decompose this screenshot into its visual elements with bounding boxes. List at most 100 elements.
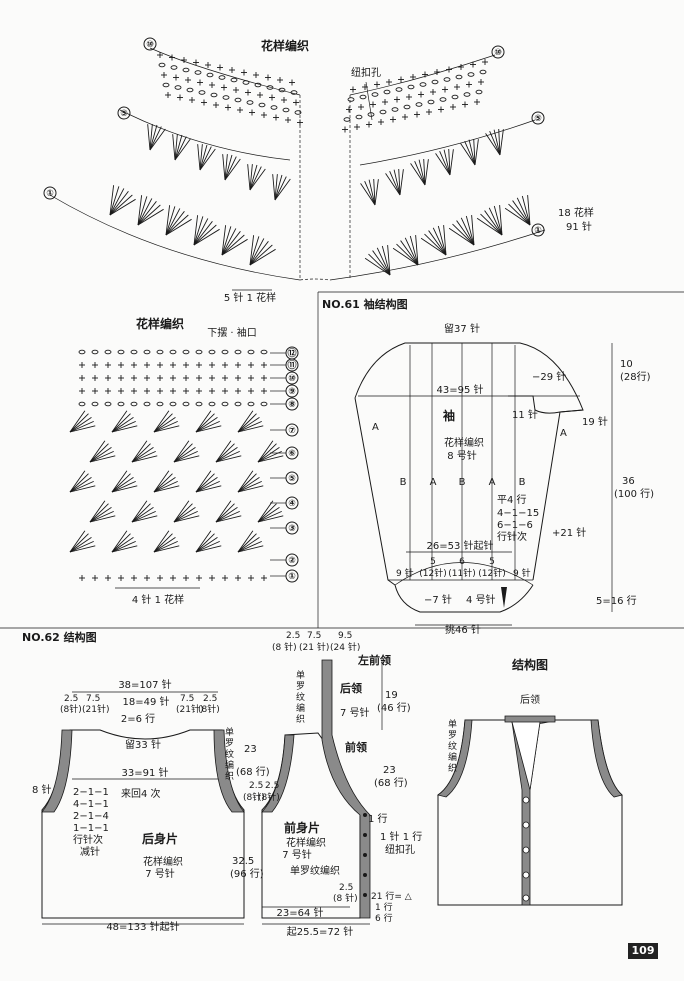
assembly-rib-c: 纹 (448, 740, 457, 752)
chain-stitch (431, 79, 439, 85)
chain-stitch (210, 92, 218, 98)
dc-stitch (237, 413, 257, 433)
dc-stitch (489, 130, 501, 156)
dc-stitch (173, 450, 198, 463)
top-right-stitch-symbols (342, 59, 531, 276)
chain-stitch (234, 401, 242, 407)
dc-stitch (418, 159, 426, 186)
dc-stitch (173, 503, 193, 523)
dc-stitch (432, 227, 447, 256)
chain-stitch (379, 109, 387, 115)
dc-stitch (89, 515, 116, 523)
dc-stitch (257, 455, 284, 463)
dc-stitch (131, 503, 151, 523)
dc-stitch (424, 159, 429, 186)
chain-stitch (371, 92, 379, 97)
chain-stitch (195, 349, 203, 355)
dc-stitch (237, 476, 260, 493)
back-sh-l2-cm: 7.5 (86, 694, 100, 704)
dc-stitch (516, 197, 531, 226)
row-marker-label-10: ⑩ (288, 374, 296, 384)
front-hem-cm: 2.5 (339, 883, 353, 893)
chain-stitch (222, 95, 230, 100)
dc-stitch (237, 420, 262, 433)
dc-stitch (173, 443, 193, 463)
row-marker-5-right-label: ⑤ (534, 114, 542, 124)
sleeve-inc-2: 6−1−6 (497, 520, 533, 531)
dc-stitch (199, 148, 216, 171)
row-marker-10-left (143, 37, 157, 51)
front-buttonholes (363, 813, 367, 897)
cuff-12-right: (12针) (478, 567, 505, 579)
cuff-dec: −7 针 (424, 593, 452, 606)
dc-stitch (174, 136, 187, 161)
dc-stitch (504, 207, 531, 226)
dc-stitch (249, 164, 253, 191)
dc-stitch (173, 506, 196, 523)
front-rows-1: 1 行 (375, 901, 393, 913)
back-band1-d: 编 (225, 759, 234, 771)
dc-stitch (374, 179, 379, 206)
dc-stitch (111, 485, 138, 493)
dc-stitch (153, 413, 173, 433)
dc-stitch (131, 455, 158, 463)
pick-up-label: 挑46 针 (445, 623, 481, 636)
front-top-c: 9.5 (338, 631, 352, 641)
sleeve-cap-dec: −29 针 (532, 370, 566, 383)
front-neck-h-rows: (46 行) (377, 701, 411, 714)
dc-stitch (396, 243, 419, 266)
chain-stitch (395, 87, 403, 92)
dc-stitch (221, 225, 227, 256)
dc-stitch (443, 149, 451, 176)
row-marker-label-6: ⑥ (288, 449, 296, 459)
dc-stitch (69, 485, 96, 493)
dc-stitch (221, 228, 237, 256)
dc-stitch (89, 455, 116, 463)
chain-stitch (439, 97, 447, 102)
dc-stitch (111, 530, 128, 553)
dc-stitch (193, 224, 217, 246)
no62-front-diagram: 2.5 7.5 9.5 (8 针) (21 针) (24 针) 左前领 后领 7… (230, 631, 422, 938)
dc-stitch (464, 140, 476, 166)
dc-stitch (195, 480, 220, 493)
chain-stitch (206, 72, 214, 78)
dc-stitch (195, 413, 215, 433)
dc-stitch (249, 168, 266, 191)
right-bottom-row (329, 229, 546, 281)
back-name: 后身片 (142, 831, 178, 846)
dc-stitch (137, 204, 161, 226)
dc-stitch (215, 455, 242, 463)
chain-stitch (104, 349, 112, 355)
row-marker-8 (285, 397, 299, 411)
dc-stitch (392, 247, 419, 266)
dc-stitch (193, 216, 204, 246)
chain-stitch (208, 401, 216, 407)
vest-arm-band-left (437, 719, 473, 798)
chain-stitch (78, 349, 86, 355)
sleeve-inc-total: +21 针 (552, 526, 586, 539)
back-pattern: 花样编织 (143, 855, 183, 868)
chain-stitch (347, 97, 355, 102)
row-marker-3 (285, 521, 299, 535)
dc-stitch (137, 196, 148, 226)
dc-stitch (195, 416, 218, 433)
dc-stitch (221, 234, 245, 256)
dc-stitch (137, 198, 153, 226)
dc-stitch (131, 506, 154, 523)
chain-stitch (294, 110, 302, 115)
dc-stitch (173, 446, 196, 463)
dc-stitch (460, 143, 476, 166)
row-marker-label-3: ③ (288, 524, 296, 534)
front-arm-h-rows: (68 行) (374, 776, 408, 789)
front-neck-label: 前领 (345, 740, 367, 754)
dc-stitch (69, 416, 92, 433)
chain-stitch (117, 401, 125, 407)
chain-stitch (391, 107, 399, 112)
chain-stitch (463, 92, 471, 97)
cuff-6: 6 (459, 557, 465, 567)
chain-stitch (359, 94, 367, 100)
dc-stitch (173, 510, 198, 523)
front-band-st: (8针) (258, 791, 280, 803)
dc-stitch (215, 450, 240, 463)
dc-stitch (237, 410, 254, 433)
